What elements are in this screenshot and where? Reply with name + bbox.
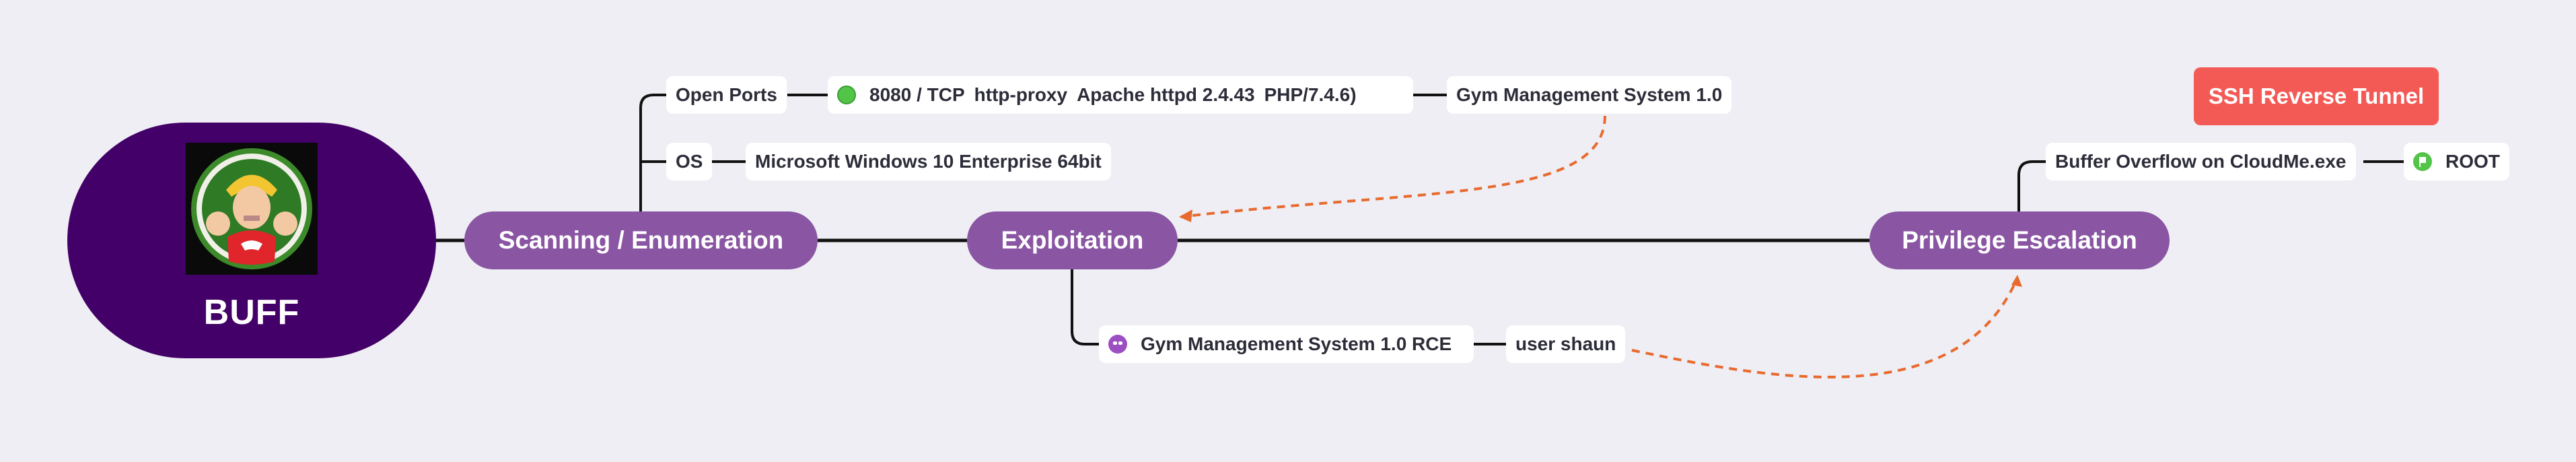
- branch-scanning-enumeration[interactable]: Scanning / Enumeration: [464, 211, 818, 269]
- callout-ssh-reverse-tunnel[interactable]: SSH Reverse Tunnel: [2194, 67, 2439, 125]
- open-ports-label: Open Ports: [676, 84, 777, 105]
- leaf-os[interactable]: OS: [666, 143, 713, 180]
- php-version: PHP/7.4.6): [1264, 84, 1357, 105]
- leaf-buffer-overflow[interactable]: Buffer Overflow on CloudMe.exe: [2046, 143, 2356, 180]
- port-number: 8080 / TCP: [869, 84, 965, 105]
- root-node-buff[interactable]: BUFF: [67, 123, 436, 358]
- link-scanning-openports: [639, 94, 666, 211]
- leaf-root[interactable]: ROOT: [2404, 143, 2509, 180]
- buffer-overflow-label: Buffer Overflow on CloudMe.exe: [2055, 151, 2347, 172]
- root-title: BUFF: [203, 293, 300, 332]
- gym-app-label: Gym Management System 1.0: [1456, 84, 1723, 105]
- service-name: http-proxy: [974, 84, 1068, 105]
- flag-icon: [2413, 152, 2432, 171]
- gym-rce-label: Gym Management System 1.0 RCE: [1141, 333, 1452, 354]
- os-label: OS: [676, 151, 703, 172]
- user-shaun-label: user shaun: [1515, 333, 1616, 354]
- leaf-gym-rce[interactable]: Gym Management System 1.0 RCE: [1099, 325, 1474, 363]
- os-value: Microsoft Windows 10 Enterprise 64bit: [755, 151, 1102, 172]
- branch-exploitation[interactable]: Exploitation: [967, 211, 1178, 269]
- green-dot-icon: [837, 86, 856, 104]
- devil-icon: [1108, 335, 1127, 354]
- root-label: ROOT: [2445, 151, 2500, 172]
- relation-user-to-privesc: [1631, 277, 2019, 378]
- arrowhead-exploitation: [1179, 209, 1192, 222]
- branch-privilege-escalation[interactable]: Privilege Escalation: [1869, 211, 2170, 269]
- leaf-user-shaun[interactable]: user shaun: [1506, 325, 1626, 363]
- leaf-open-ports[interactable]: Open Ports: [666, 76, 787, 114]
- leaf-port-service[interactable]: 8080 / TCP http-proxy Apache httpd 2.4.4…: [828, 76, 1413, 114]
- buff-avatar-icon: [186, 143, 318, 275]
- server-version: Apache httpd 2.4.43: [1077, 84, 1255, 105]
- arrowhead-privesc: [2011, 275, 2022, 287]
- buff-avatar-image: [186, 143, 318, 275]
- leaf-os-value[interactable]: Microsoft Windows 10 Enterprise 64bit: [746, 143, 1111, 180]
- leaf-gym-app[interactable]: Gym Management System 1.0: [1447, 76, 1732, 114]
- link-privesc-method: [2017, 160, 2046, 211]
- link-exploitation-rce: [1071, 269, 1099, 345]
- relation-app-to-exploitation: [1180, 115, 1606, 218]
